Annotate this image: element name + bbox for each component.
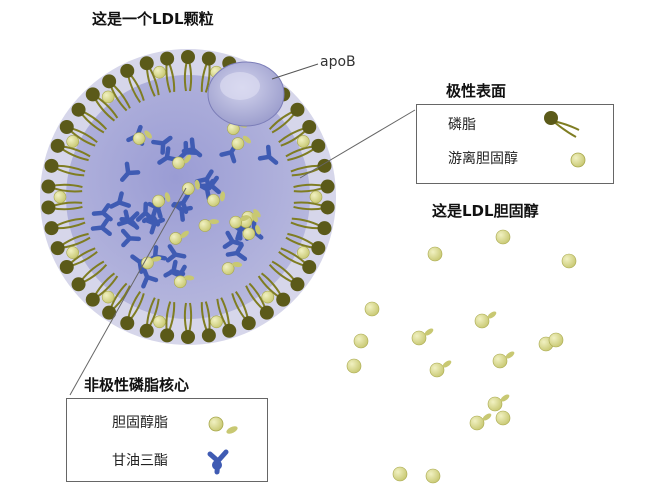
free-cholesterol-heading: 这是LDL胆固醇 [432,200,539,221]
free-cholesterol-molecule [393,467,407,481]
phospholipid-head [202,328,216,342]
surface-cholesterol [310,191,322,203]
phospholipid-head [45,159,59,173]
phospholipid-head [140,324,154,338]
diagram-title: 这是一个LDL颗粒 [92,8,214,29]
phospholipid-head [41,180,55,194]
phospholipid-head [311,139,325,153]
phospholipid-head [276,293,290,307]
surface-cholesterol [210,316,222,328]
phospholipid-head [140,56,154,70]
phospholipid-head [72,277,86,291]
phospholipid-head [321,180,335,194]
phospholipid-head [302,260,316,274]
apob-label: apoB [320,54,356,70]
free-cholesterol-molecule [365,302,379,316]
phospholipid-head [290,277,304,291]
free-cholesterol-molecule [470,416,484,430]
cholesteryl-ester [232,138,244,150]
cholesteryl-ester [243,228,255,240]
free-cholesterol-molecule [426,469,440,483]
core-heading: 非极性磷脂核心 [84,374,189,395]
apob-protein [208,62,284,126]
surface-cholesterol [297,247,309,259]
legend-triglyceride-label: 甘油三酯 [112,450,168,470]
surface-cholesterol [102,291,114,303]
surface-cholesterol [67,135,79,147]
phospholipid-head [260,306,274,320]
surface-cholesterol [154,66,166,78]
cholesteryl-ester [173,157,185,169]
free-cholesterol-molecule [428,247,442,261]
phospholipid-head [51,241,65,255]
free-cholesterol-molecule [430,363,444,377]
phospholipid-head [86,87,100,101]
phospholipid-head [317,221,331,235]
phospholipid-head [160,328,174,342]
free-ldl-cholesterol [347,230,576,483]
phospholipid-head [86,293,100,307]
cholesteryl-ester [141,257,153,269]
cholesteryl-ester [230,216,242,228]
free-cholesterol-molecule [488,397,502,411]
phospholipid-head [51,139,65,153]
surface-cholesterol [262,291,274,303]
cholesteryl-ester [208,194,220,206]
phospholipid-head [202,52,216,66]
surface-legend-box [416,104,614,184]
surface-heading: 极性表面 [446,80,506,101]
legend-cholesteryl-ester-label: 胆固醇脂 [112,412,168,432]
phospholipid-head [222,324,236,338]
free-cholesterol-molecule [475,314,489,328]
phospholipid-head [120,316,134,330]
phospholipid-head [242,316,256,330]
phospholipid-head [302,120,316,134]
surface-cholesterol [154,316,166,328]
cholesteryl-ester [170,232,182,244]
phospholipid-head [321,200,335,214]
free-cholesterol-molecule [347,359,361,373]
legend-free-cholesterol-label: 游离胆固醇 [448,148,518,168]
phospholipid-head [60,260,74,274]
phospholipid-head [102,74,116,88]
surface-cholesterol [297,135,309,147]
free-cholesterol-molecule [549,333,563,347]
cholesteryl-ester [153,195,165,207]
phospholipid-head [181,50,195,64]
phospholipid-head [102,306,116,320]
phospholipid-head [290,103,304,117]
phospholipid-head [60,120,74,134]
phospholipid-head [72,103,86,117]
phospholipid-head [120,64,134,78]
cholesteryl-ester [182,183,194,195]
surface-cholesterol [67,247,79,259]
cholesteryl-ester [133,133,145,145]
free-cholesterol-molecule [412,331,426,345]
surface-cholesterol [54,191,66,203]
phospholipid-head [41,200,55,214]
phospholipid-head [311,241,325,255]
free-cholesterol-molecule [493,354,507,368]
phospholipid-head [181,330,195,344]
ester-tail [209,219,219,224]
phospholipid-head [160,52,174,66]
phospholipid-head [45,221,59,235]
free-cholesterol-molecule [496,411,510,425]
free-cholesterol-molecule [562,254,576,268]
free-cholesterol-molecule [354,334,368,348]
free-cholesterol-molecule [496,230,510,244]
legend-phospholipid-label: 磷脂 [448,114,476,134]
surface-cholesterol [102,91,114,103]
apob-leader-line [272,64,318,79]
